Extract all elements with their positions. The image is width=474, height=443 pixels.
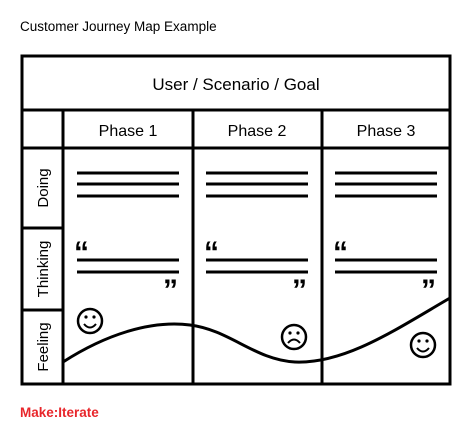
phase-3-header: Phase 3 (357, 123, 416, 140)
row-label-thinking: Thinking (35, 241, 52, 298)
doing-placeholder-lines (77, 171, 437, 198)
smiley-face-icon (76, 307, 104, 335)
grid-lines (20, 54, 452, 386)
phase-2-header: Phase 2 (228, 123, 287, 140)
smiley-face-icon (409, 331, 437, 359)
map-caption: Customer Journey Map Example (20, 19, 217, 34)
phase-1-header: Phase 1 (99, 123, 158, 140)
close-quote-icon: ” (421, 274, 436, 307)
brand-logo-text: Make:Iterate (20, 405, 99, 420)
sad-face-icon (280, 323, 308, 351)
open-quote-icon: “ (333, 236, 348, 269)
close-quote-icon: ” (292, 274, 307, 307)
open-quote-icon: “ (204, 236, 219, 269)
scenario-title: User / Scenario / Goal (152, 75, 319, 94)
emotion-curve (62, 296, 451, 364)
row-label-doing: Doing (35, 168, 52, 207)
close-quote-icon: ” (163, 274, 178, 307)
row-label-feeling: Feeling (35, 322, 52, 371)
open-quote-icon: “ (74, 236, 89, 269)
thinking-placeholder-lines (77, 258, 437, 274)
